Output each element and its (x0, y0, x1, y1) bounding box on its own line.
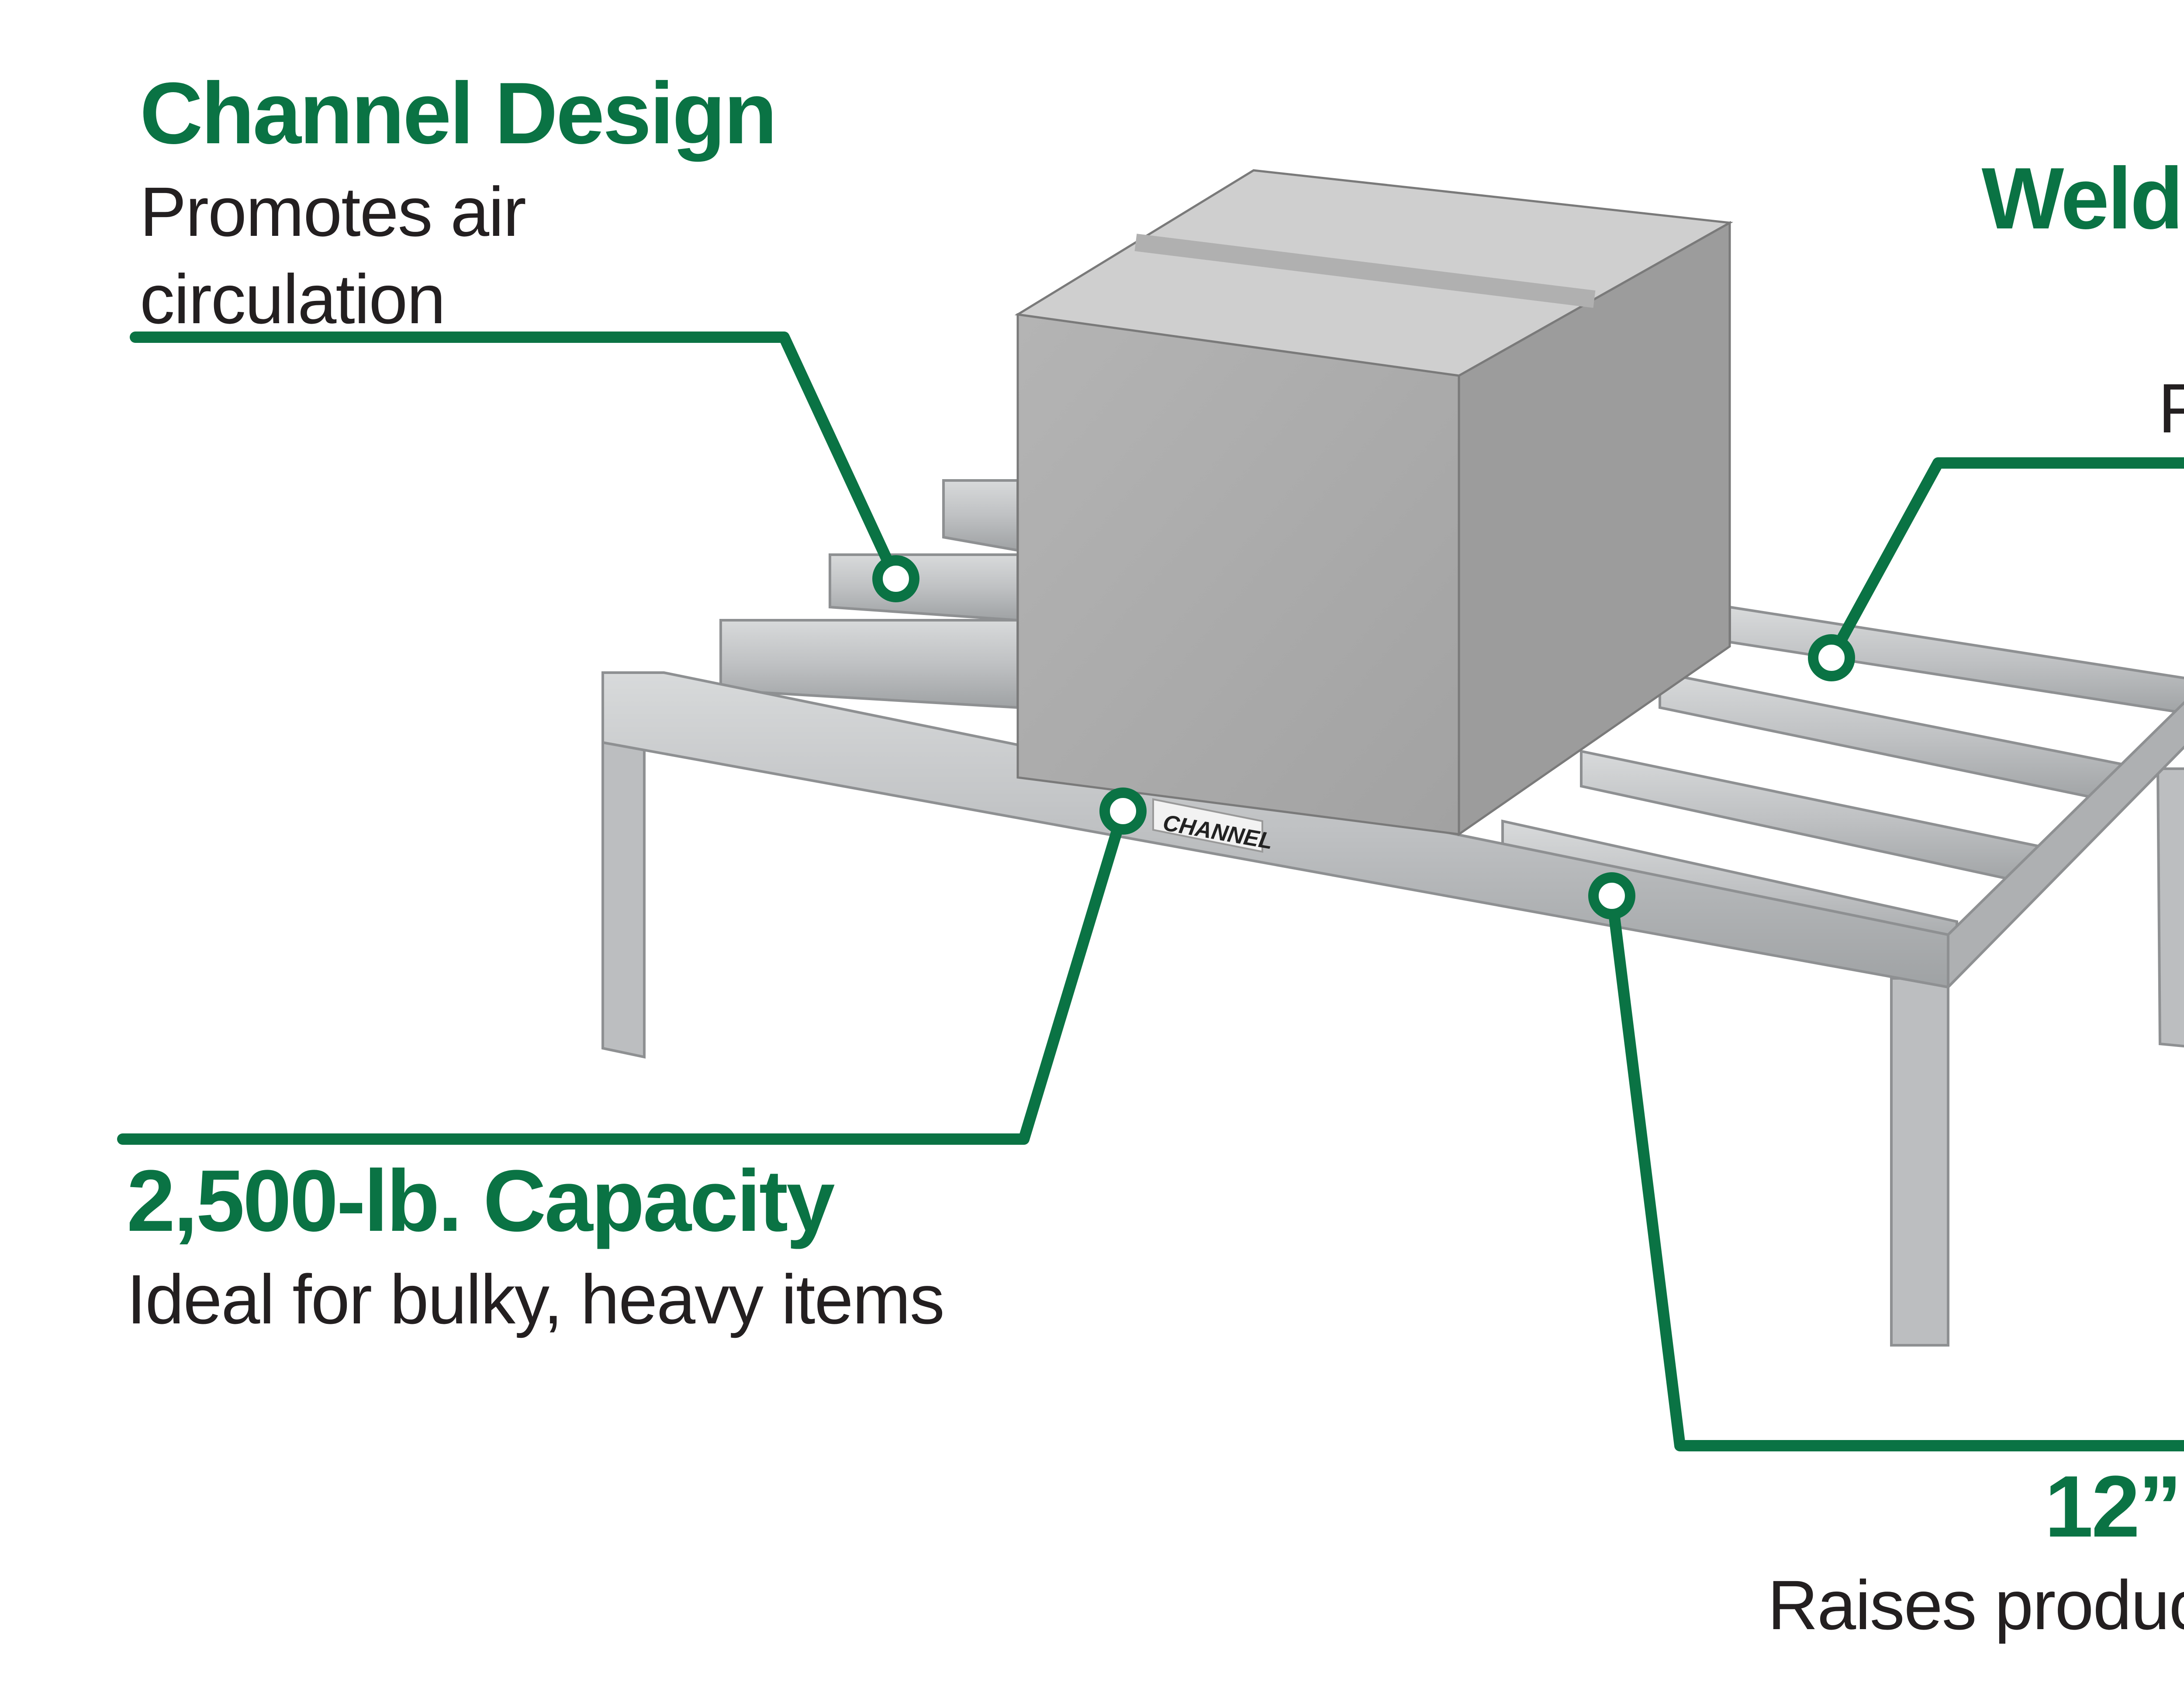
callout-subtitle-welded: Provides durability (2158, 369, 2184, 447)
rack-legs (601, 741, 2184, 1347)
callout-dot-welded (1808, 634, 1855, 681)
callout-leader-lines (117, 332, 2184, 1451)
callout-dot-capacity (1099, 787, 1147, 835)
cardboard-box (1014, 169, 1733, 836)
callout-dot-channel (872, 555, 919, 602)
callout-dot-height (1588, 872, 1635, 919)
callout-title-channel-design: Channel Design (140, 65, 777, 162)
callout-subtitle-height: Raises product off floor (1767, 1566, 2184, 1644)
callout-subtitle-capacity: Ideal for bulky, heavy items (127, 1260, 945, 1338)
callout-title-welded-1: Welded Aluminum (1981, 150, 2184, 247)
callout-subtitle-channel-design-2: circulation (140, 260, 446, 338)
callout-dots (872, 555, 1855, 919)
callout-subtitle-channel-design-1: Promotes air (140, 173, 526, 251)
callout-title-capacity: 2,500-lb. Capacity (127, 1152, 835, 1250)
rack-side-beam (1947, 701, 2184, 991)
callout-title-height: 12” Height (2044, 1458, 2184, 1555)
